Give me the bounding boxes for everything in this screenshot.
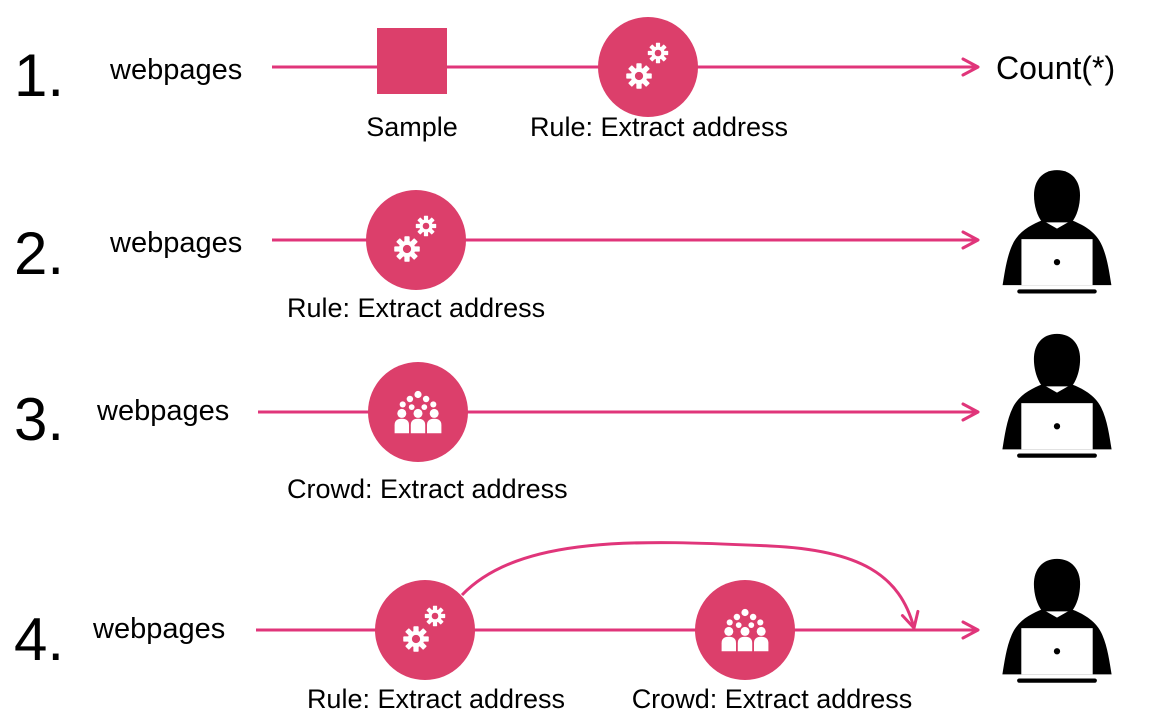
rule-operator: Rule: Extract address xyxy=(530,17,788,142)
square-icon xyxy=(377,28,447,94)
operator-label: Crowd: Extract address xyxy=(287,474,568,504)
source-label: webpages xyxy=(109,54,242,86)
user-laptop-icon xyxy=(1002,170,1112,294)
operator-label: Sample xyxy=(366,112,458,142)
sink-label: Count(*) xyxy=(996,50,1115,86)
rule-operator: Rule: Extract address xyxy=(307,580,565,714)
operator-label: Rule: Extract address xyxy=(307,684,565,714)
source-label: webpages xyxy=(96,395,229,427)
bypass-arrow xyxy=(460,541,920,630)
step-number: 2. xyxy=(14,220,64,287)
step-number: 1. xyxy=(14,42,64,109)
operator-label: Rule: Extract address xyxy=(530,112,788,142)
crowd-operator: Crowd: Extract address xyxy=(632,580,913,714)
source-label: webpages xyxy=(92,613,225,645)
step-number: 3. xyxy=(14,386,64,453)
sample-operator: Sample xyxy=(366,28,458,142)
rule-operator: Rule: Extract address xyxy=(287,190,545,323)
operator-label: Crowd: Extract address xyxy=(632,684,913,714)
operator-label: Rule: Extract address xyxy=(287,293,545,323)
user-laptop-icon xyxy=(1002,333,1112,458)
crowd-operator: Crowd: Extract address xyxy=(287,362,568,504)
source-label: webpages xyxy=(109,227,242,259)
step-number: 4. xyxy=(14,606,64,673)
user-laptop-icon xyxy=(1002,558,1112,683)
